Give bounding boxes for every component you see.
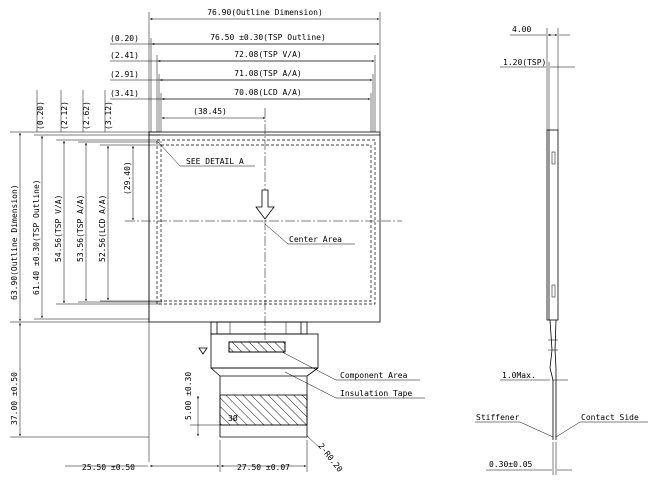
fpc-radius-label: 2-R0.20 [316, 442, 344, 474]
top-dim-tsp-va-label: 72.08(TSP V/A) [234, 50, 301, 59]
left-dimensions: (0.20) (2.12) (2.62) (3.12) 63.90(Outlin… [10, 90, 162, 438]
left-dim-tsp-outline-label: 61.40 ±0.30(TSP Outline) [32, 179, 41, 295]
see-detail-a-label: SEE DETAIL A [186, 157, 244, 166]
insulation-tape-callout: Insulation Tape [340, 389, 412, 398]
top-dim-tsp-outline-offset: (0.20) [110, 34, 139, 43]
top-dim-lcd-aa-offset: (3.41) [110, 89, 139, 98]
left-dim-outline-label: 63.90(Outline Dimension) [10, 184, 19, 300]
fpc-callouts: Component Area Insulation Tape [281, 351, 425, 399]
side-max-label: 1.0Max. [502, 371, 536, 380]
fpc-left-offset-label: 25.50 ±0.50 [82, 463, 135, 472]
center-area-callout: Center Area [289, 235, 342, 244]
detail-a-callout: SEE DETAIL A [157, 141, 255, 167]
fpc-detail-mark: 3Ø [228, 413, 238, 423]
left-offset-1: (2.12) [60, 101, 69, 130]
top-dim-lcd-aa-label: 70.08(LCD A/A) [234, 88, 301, 97]
left-dim-tsp-aa-label: 53.56(TSP A/A) [76, 195, 85, 262]
left-dim-lcd-aa-label: 52.56(LCD A/A) [98, 195, 107, 262]
left-offset-3: (3.12) [104, 101, 113, 130]
top-dim-tsp-aa-offset: (2.91) [110, 70, 139, 79]
side-fpc-thickness-label: 0.30±0.05 [489, 460, 533, 469]
side-thickness-label: 4.00 [512, 25, 531, 34]
side-tsp-label: 1.20(TSP) [503, 58, 546, 67]
panel-front-view [125, 108, 402, 340]
top-dimensions: 76.90(Outline Dimension) (0.20) 76.50 ±0… [110, 8, 381, 462]
side-view: 4.00 1.20(TSP) 1.0Max. Stiffener Contact… [475, 25, 648, 475]
center-x-dim-label: (38.45) [193, 107, 227, 116]
fpc-width-label: 27.50 ±0.07 [237, 463, 290, 472]
left-dim-tsp-va-label: 54.56(TSP V/A) [54, 195, 63, 262]
fpc-tape-label: 5.00 ±0.30 [184, 372, 193, 420]
fpc-tail [198, 321, 319, 438]
left-offset-0: (0.20) [36, 101, 45, 130]
component-area-callout: Component Area [340, 371, 408, 380]
side-contact-side-label: Contact Side [581, 413, 639, 422]
center-y-dim-label: (29.40) [123, 161, 132, 195]
top-dim-tsp-outline-label: 76.50 ±0.30(TSP Outline) [210, 33, 326, 42]
left-offset-2: (2.62) [82, 101, 91, 130]
top-dim-outline-label: 76.90(Outline Dimension) [207, 8, 323, 17]
top-dim-tsp-aa-label: 71.08(TSP A/A) [234, 69, 301, 78]
side-stiffener-label: Stiffener [476, 413, 520, 422]
fpc-height-label: 37.00 ±0.50 [10, 372, 19, 425]
center-area-arrow: Center Area [255, 189, 355, 245]
top-dim-tsp-va-offset: (2.41) [110, 51, 139, 60]
